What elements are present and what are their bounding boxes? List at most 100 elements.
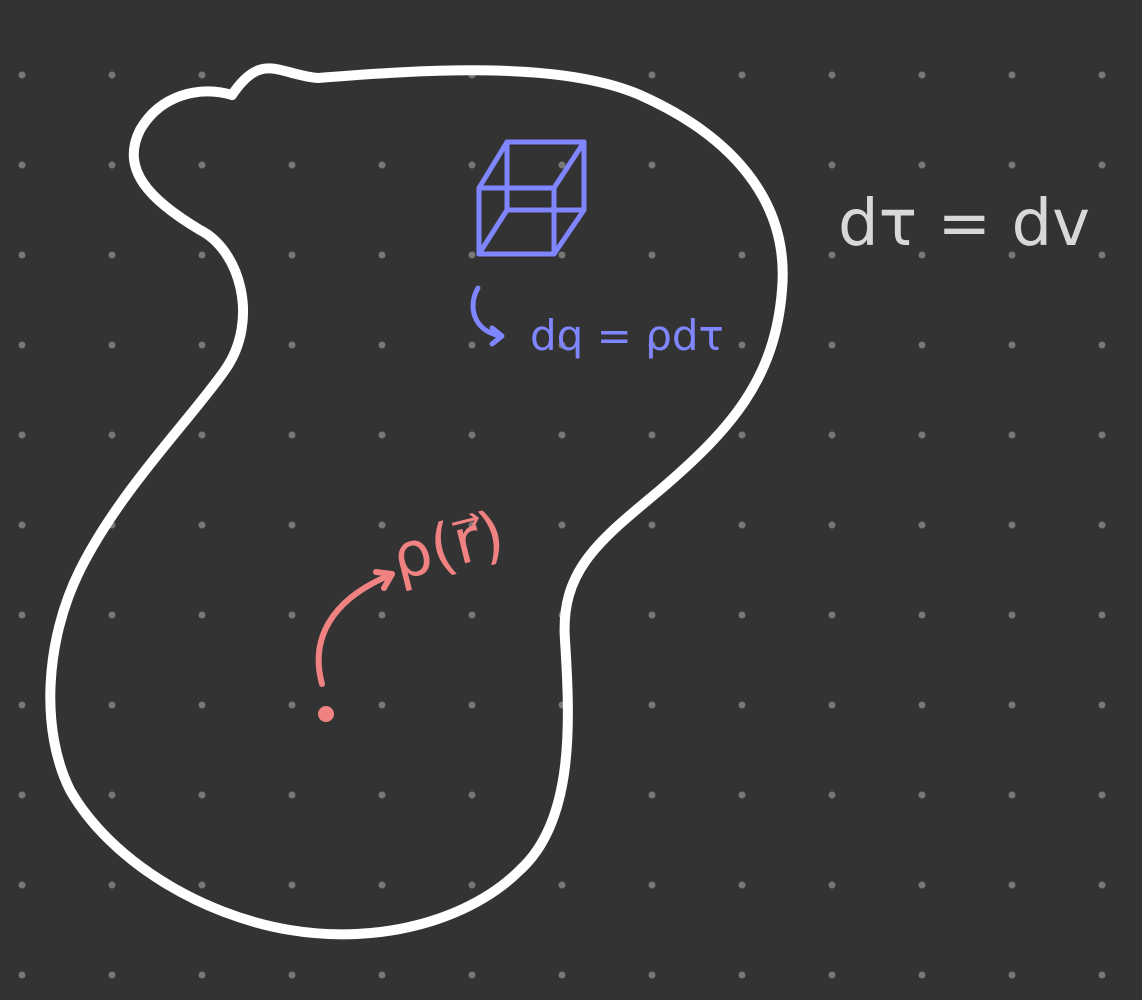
grid-dot — [918, 71, 926, 79]
grid-dot — [1098, 881, 1106, 889]
grid-dot — [1098, 71, 1106, 79]
grid-dot — [468, 971, 476, 979]
grid-dot — [558, 881, 566, 889]
grid-dot — [648, 71, 656, 79]
grid-dot — [918, 971, 926, 979]
grid-dot — [738, 521, 746, 529]
grid-dot — [738, 971, 746, 979]
grid-dot — [18, 701, 26, 709]
grid-dot — [468, 161, 476, 169]
grid-dot — [738, 341, 746, 349]
grid-dot — [378, 251, 386, 259]
grid-dot — [918, 701, 926, 709]
grid-dot — [918, 341, 926, 349]
grid-dot — [648, 611, 656, 619]
grid-dot — [378, 521, 386, 529]
grid-dot — [558, 521, 566, 529]
grid-dot — [18, 881, 26, 889]
grid-dot — [18, 251, 26, 259]
grid-dot — [1008, 251, 1016, 259]
grid-dot — [198, 881, 206, 889]
grid-dot — [468, 791, 476, 799]
grid-dot — [828, 251, 836, 259]
grid-dot — [648, 251, 656, 259]
grid-dot — [558, 971, 566, 979]
grid-dot — [468, 701, 476, 709]
grid-dot — [108, 341, 116, 349]
grid-dot — [378, 971, 386, 979]
grid-dot — [648, 791, 656, 799]
grid-dot — [1098, 341, 1106, 349]
grid-dot — [378, 791, 386, 799]
grid-dot — [738, 251, 746, 259]
grid-dot — [1098, 431, 1106, 439]
grid-dot — [18, 971, 26, 979]
grid-dot — [1008, 71, 1016, 79]
grid-dot — [918, 521, 926, 529]
grid-dot — [198, 161, 206, 169]
grid-dot — [18, 611, 26, 619]
grid-dot — [18, 161, 26, 169]
grid-dot — [108, 971, 116, 979]
grid-dot — [1008, 341, 1016, 349]
grid-dot — [288, 521, 296, 529]
grid-dot — [378, 341, 386, 349]
grid-dot — [648, 431, 656, 439]
grid-dot — [828, 431, 836, 439]
grid-dot — [378, 881, 386, 889]
grid-dot — [828, 341, 836, 349]
grid-dot — [288, 341, 296, 349]
grid-dot — [108, 161, 116, 169]
grid-dot — [198, 71, 206, 79]
grid-dot — [918, 251, 926, 259]
grid-dot — [558, 161, 566, 169]
grid-dot — [648, 971, 656, 979]
grid-dot — [738, 611, 746, 619]
grid-dot — [288, 611, 296, 619]
grid-dot — [468, 251, 476, 259]
grid-dot — [378, 701, 386, 709]
grid-dot — [288, 971, 296, 979]
grid-dot — [738, 71, 746, 79]
grid-dot — [468, 341, 476, 349]
grid-dot — [558, 251, 566, 259]
grid-dot — [288, 431, 296, 439]
grid-dot — [1008, 521, 1016, 529]
grid-dot — [1098, 161, 1106, 169]
charge-region-outline — [45, 63, 788, 940]
grid-dot — [1008, 431, 1016, 439]
grid-dot — [198, 791, 206, 799]
grid-dot — [1098, 251, 1106, 259]
grid-dot — [1098, 791, 1106, 799]
hook-arrow-icon — [470, 285, 505, 347]
grid-dot — [108, 791, 116, 799]
grid-dot — [108, 71, 116, 79]
grid-dot — [918, 881, 926, 889]
grid-dot — [828, 521, 836, 529]
grid-dot — [648, 161, 656, 169]
grid-dot — [198, 611, 206, 619]
grid-dot — [378, 611, 386, 619]
grid-dot — [18, 431, 26, 439]
volume-element-cube-icon — [476, 139, 587, 257]
grid-dot — [738, 881, 746, 889]
density-arrow-icon — [315, 569, 395, 687]
grid-dot — [108, 701, 116, 709]
grid-dot — [558, 431, 566, 439]
charge-element-label: dq = ρdτ — [530, 311, 724, 360]
grid-dot — [1008, 971, 1016, 979]
field-point-icon — [318, 706, 334, 722]
grid-dot — [18, 791, 26, 799]
grid-dot — [828, 161, 836, 169]
grid-dot — [648, 701, 656, 709]
grid-dot — [1098, 611, 1106, 619]
grid-dot — [648, 881, 656, 889]
grid-dot — [1008, 701, 1016, 709]
grid-dot — [288, 881, 296, 889]
grid-dot — [648, 341, 656, 349]
grid-dot — [468, 881, 476, 889]
grid-dot — [198, 431, 206, 439]
grid-dot — [1008, 881, 1016, 889]
grid-dot — [468, 431, 476, 439]
